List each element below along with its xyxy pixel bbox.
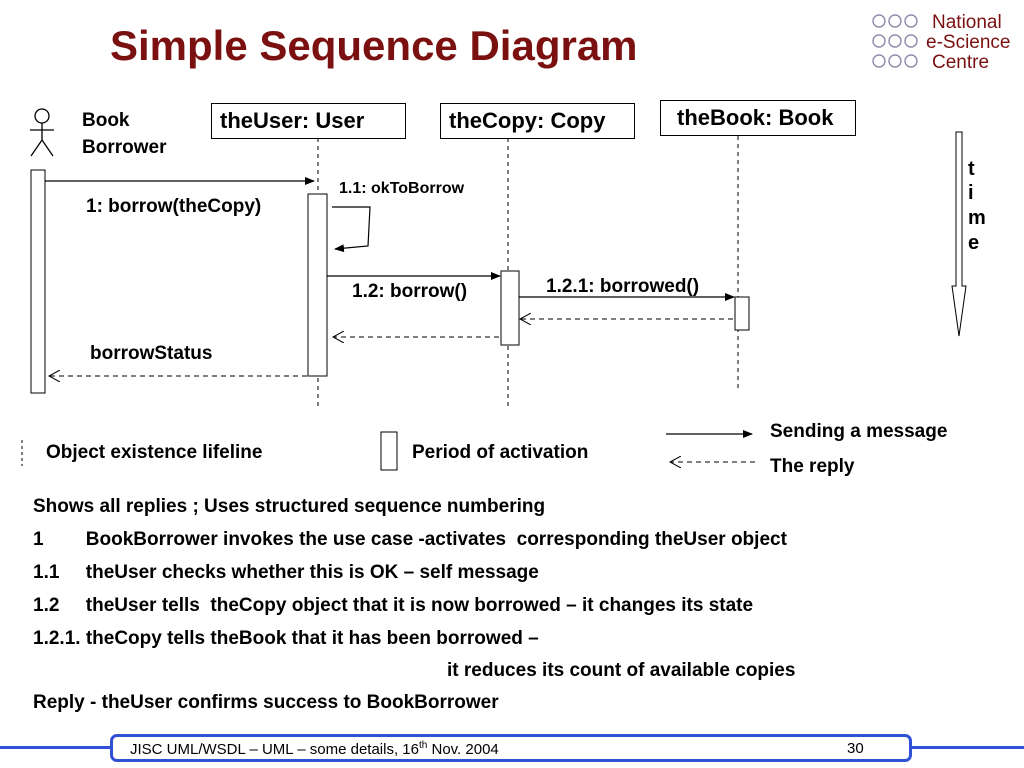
- footer-text: JISC UML/WSDL – UML – some details, 16th…: [130, 740, 499, 758]
- time-letter-m: m: [968, 207, 986, 229]
- activation-thebook: [734, 296, 750, 331]
- time-arrow-icon: [951, 131, 967, 337]
- note-line-1: Shows all replies ; Uses structured sequ…: [33, 496, 546, 517]
- actor-label-line-2: Borrower: [82, 137, 167, 158]
- legend-sending-label: Sending a message: [770, 421, 948, 442]
- footer-box: [110, 734, 912, 762]
- legend-reply-label: The reply: [770, 456, 855, 477]
- activation-bookborrower: [30, 169, 46, 394]
- sequence-diagram: [21, 108, 967, 471]
- object-theuser: theUser: User: [211, 103, 406, 139]
- legend-activation-label: Period of activation: [412, 442, 589, 463]
- footer-text-main: JISC UML/WSDL – UML – some details, 16: [130, 741, 419, 758]
- object-theuser-label: theUser: User: [220, 108, 365, 133]
- object-thebook-label: theBook: Book: [677, 105, 834, 130]
- message-1-label: 1: borrow(theCopy): [86, 196, 262, 217]
- object-thecopy-label: theCopy: Copy: [449, 108, 606, 133]
- time-letter-i: i: [968, 182, 974, 204]
- legend-activation-icon: [380, 431, 398, 471]
- actor-stick-figure-icon: [30, 108, 54, 157]
- logo-line-2: e-Science: [926, 32, 1011, 53]
- activation-thecopy: [500, 270, 520, 346]
- note-line-5: 1.2.1. theCopy tells theBook that it has…: [33, 628, 539, 649]
- legend-lifeline-label: Object existence lifeline: [46, 442, 263, 463]
- footer-rule-left: [0, 746, 112, 749]
- note-line-4: 1.2 theUser tells theCopy object that it…: [33, 595, 754, 616]
- reply-borrowstatus-label: borrowStatus: [90, 343, 213, 364]
- nesc-logo: National e-Science Centre: [870, 12, 1020, 73]
- message-1-1-self-arrow: [332, 206, 371, 253]
- note-line-6: it reduces its count of available copies: [447, 660, 796, 681]
- slide-title: Simple Sequence Diagram: [110, 22, 638, 69]
- message-1-2-1-label: 1.2.1: borrowed(): [546, 276, 700, 297]
- message-1-2-label: 1.2: borrow(): [352, 281, 468, 302]
- logo-circles-icon: [872, 14, 918, 68]
- activation-theuser: [307, 193, 328, 377]
- time-letter-e: e: [968, 232, 980, 254]
- time-letter-t: t: [968, 158, 975, 180]
- note-line-7: Reply - theUser confirms success to Book…: [33, 692, 499, 713]
- message-1-1-label: 1.1: okToBorrow: [339, 180, 465, 197]
- object-thebook: theBook: Book: [660, 100, 856, 136]
- footer-text-sup: th: [418, 740, 428, 751]
- note-line-3: 1.1 theUser checks whether this is OK – …: [33, 562, 539, 583]
- actor-label-line-1: Book: [82, 110, 130, 131]
- footer-text-end: Nov. 2004: [427, 741, 499, 758]
- page-number: 30: [847, 740, 864, 757]
- logo-line-1: National: [932, 12, 1002, 33]
- logo-line-3: Centre: [932, 52, 990, 73]
- footer-rule-right: [910, 746, 1024, 749]
- object-thecopy: theCopy: Copy: [440, 103, 635, 139]
- note-line-2: 1 BookBorrower invokes the use case -act…: [33, 529, 787, 550]
